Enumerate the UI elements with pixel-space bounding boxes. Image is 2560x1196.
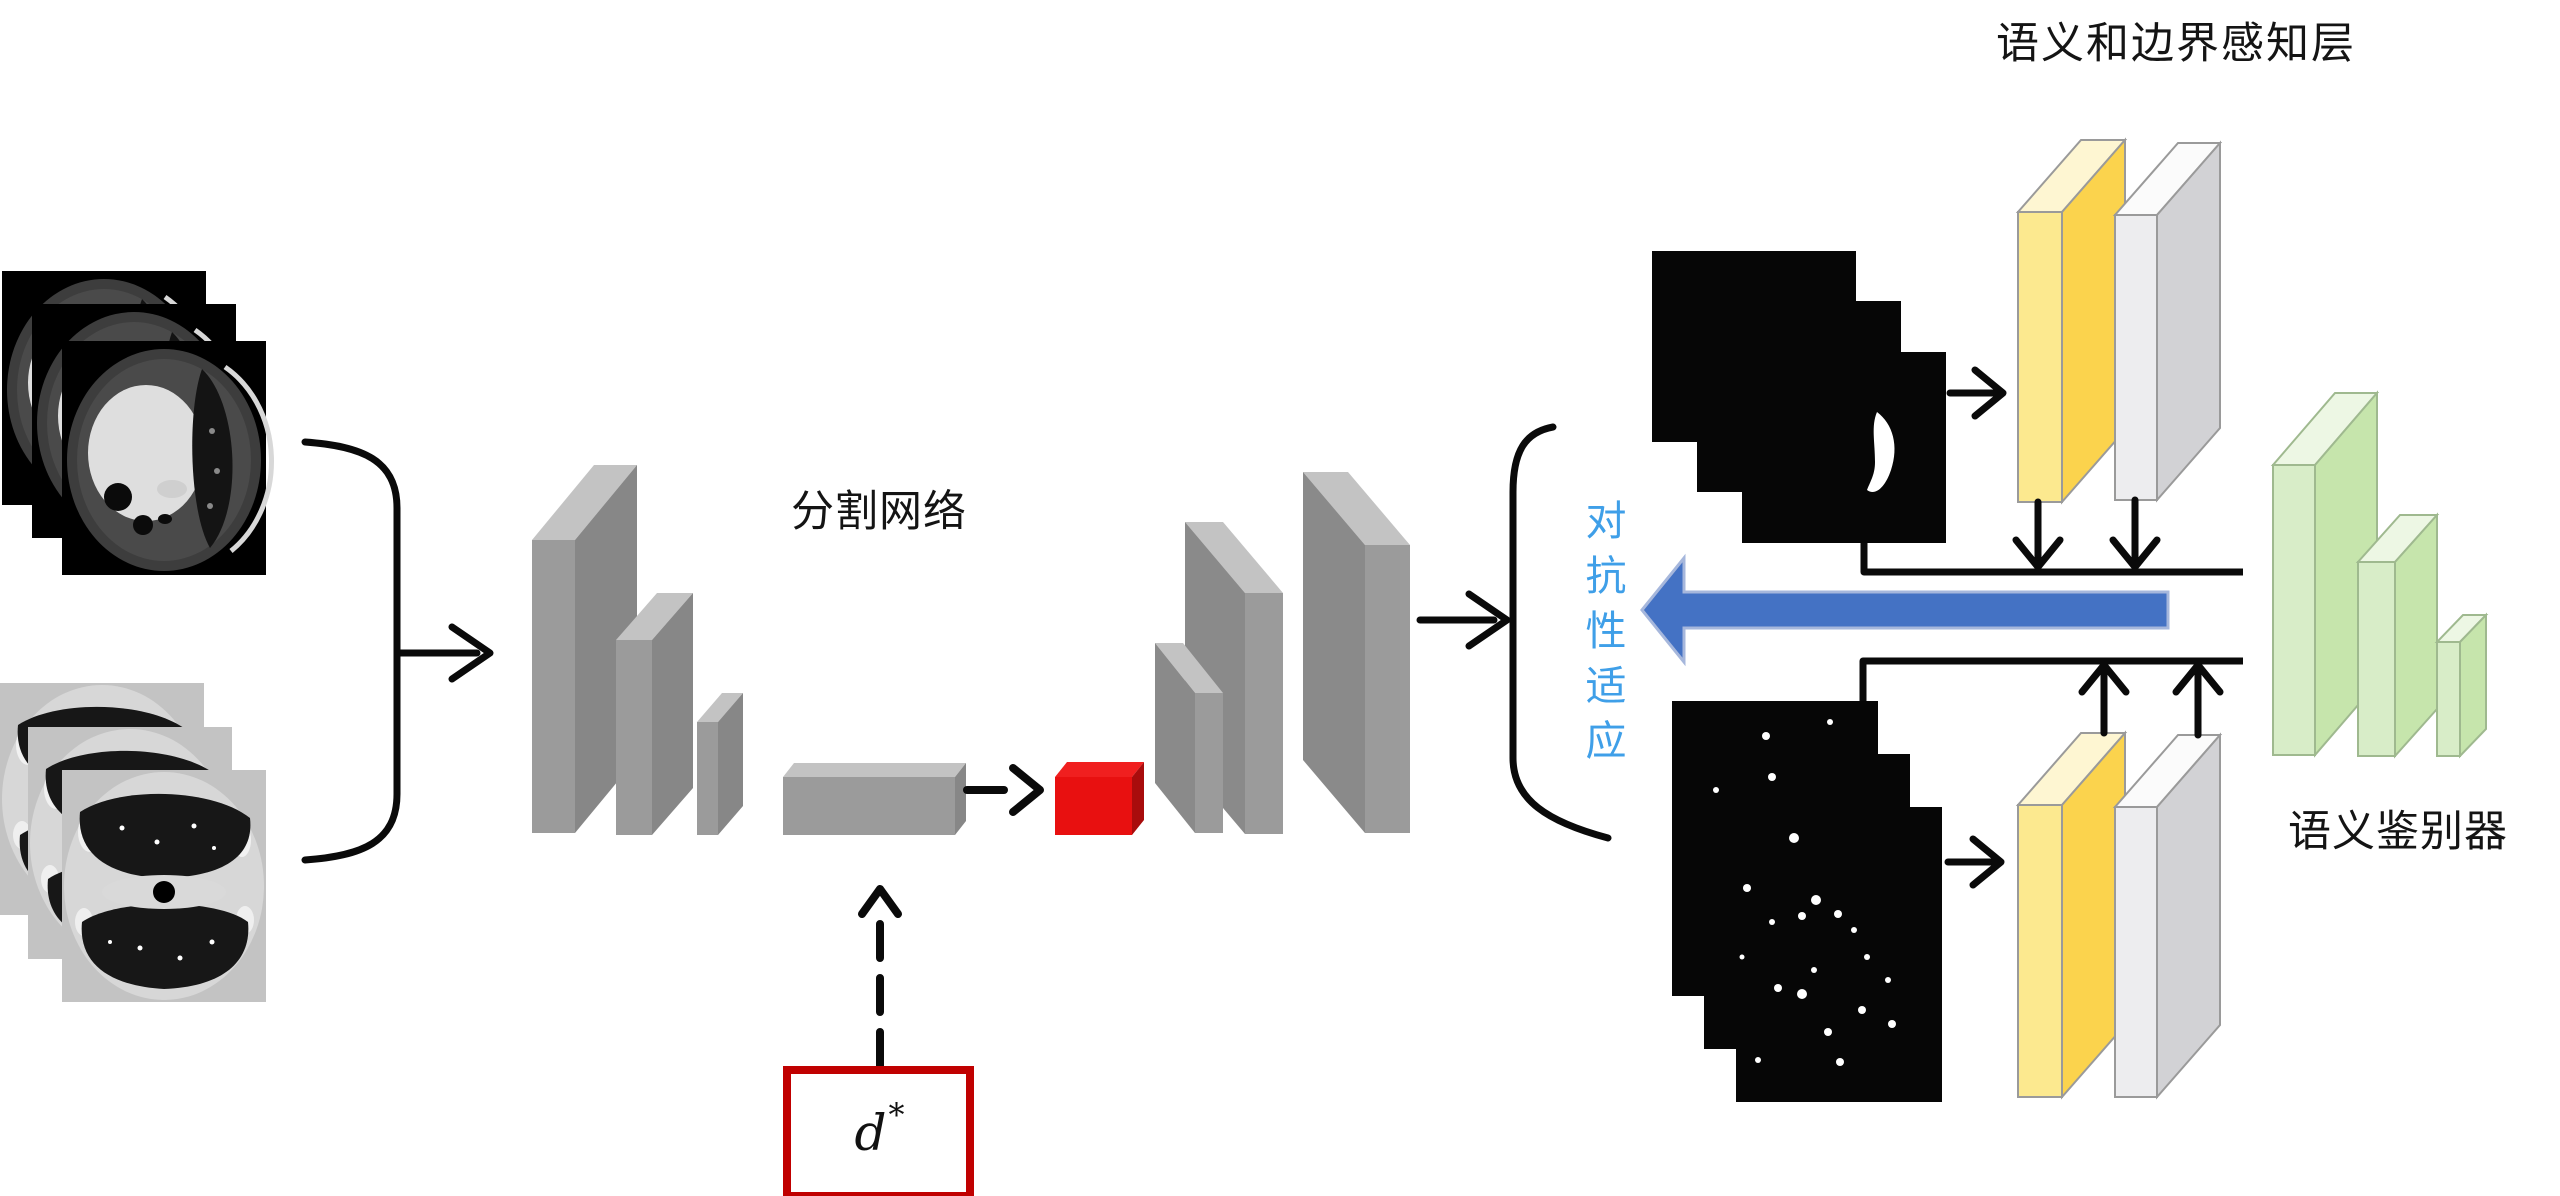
segmentation-network-label: 分割网络 [791,487,967,537]
bottleneck-block [783,763,966,835]
adv-char-4: 适 [1585,662,1627,710]
aware-layers-bottom [2015,730,2223,1100]
source-mask-to-layer-arrow [1946,366,2007,420]
semantic-discriminator-bars [2270,390,2489,759]
target-mask-speckles [1713,719,1896,1066]
segmentation-encoder-bars [532,465,743,835]
d-superscript: * [888,1096,905,1134]
adv-char-1: 对 [1585,497,1627,545]
adv-char-3: 性 [1585,607,1627,655]
source-branch-rail [1860,543,2243,576]
source-prediction-mask-stack [1652,251,1946,543]
adversarial-adaptation-label: 对 抗 性 适 应 [1578,494,1634,769]
adv-char-5: 应 [1585,717,1627,765]
input-group-bracket [301,438,494,864]
target-prediction-mask-stack [1672,701,1942,1102]
output-group-bracket [1509,423,1612,842]
segmentation-decoder-bars [1155,472,1410,834]
semantic-discriminator-label: 语义鉴别器 [2288,807,2508,857]
layer-down-arrows [2012,496,2161,571]
d-symbol: d [854,1104,887,1162]
aware-layers-top [2015,137,2223,505]
adversarial-adaptation-arrow [1640,553,2170,667]
target-ct-stack [0,683,266,1002]
layer-up-arrows [2078,661,2224,739]
bottleneck-to-code-arrow [963,764,1044,816]
adv-char-2: 抗 [1585,552,1627,600]
source-mask-crescent [1867,412,1895,492]
target-branch-rail [1859,657,2243,701]
optimal-discriminator-box [783,1066,974,1196]
decoder-to-outputs-arrow [1416,590,1511,650]
optimal-discriminator-symbol: d* [787,1070,970,1196]
source-ct-stack [2,271,271,575]
latent-code-cube [1055,762,1144,835]
target-mask-to-layer-arrow [1944,835,2005,889]
dstar-to-bottleneck-arrow [858,885,902,1070]
semantic-boundary-aware-layer-label: 语义和边界感知层 [1996,19,2356,69]
